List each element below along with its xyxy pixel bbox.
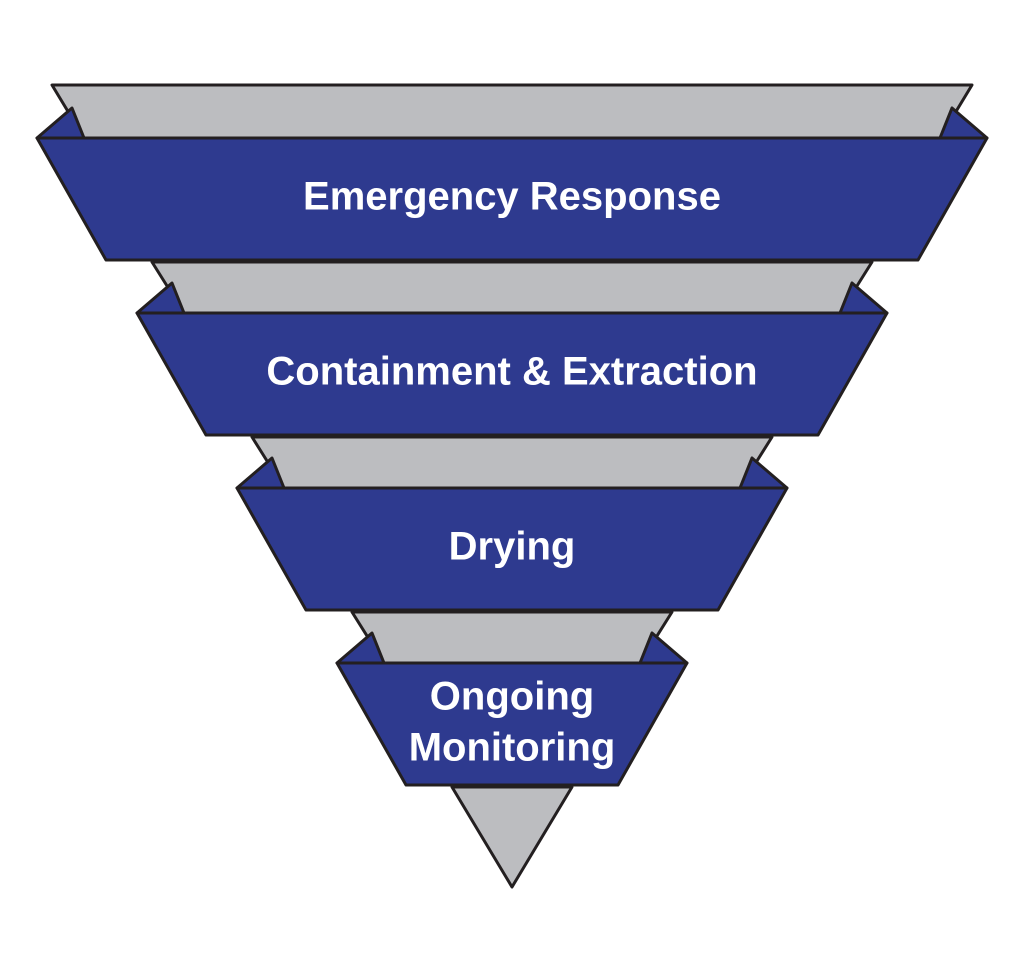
stage-label-emergency-response: Emergency Response [303, 175, 721, 219]
funnel-tip [450, 785, 574, 889]
band-emergency-response [35, 136, 989, 262]
stage-label-containment-extraction: Containment & Extraction [266, 350, 757, 394]
stage-label-drying: Drying [449, 525, 576, 569]
band-containment-extraction [135, 311, 889, 437]
back-panel-2 [150, 260, 874, 315]
back-panel-4 [350, 610, 674, 665]
back-panel-1 [50, 83, 974, 140]
back-panel-3 [250, 435, 774, 490]
band-drying [235, 486, 789, 612]
stage-label-ongoing: Ongoing [430, 675, 594, 719]
band-ongoing-monitoring [335, 661, 689, 787]
stage-label-monitoring: Monitoring [409, 726, 616, 770]
